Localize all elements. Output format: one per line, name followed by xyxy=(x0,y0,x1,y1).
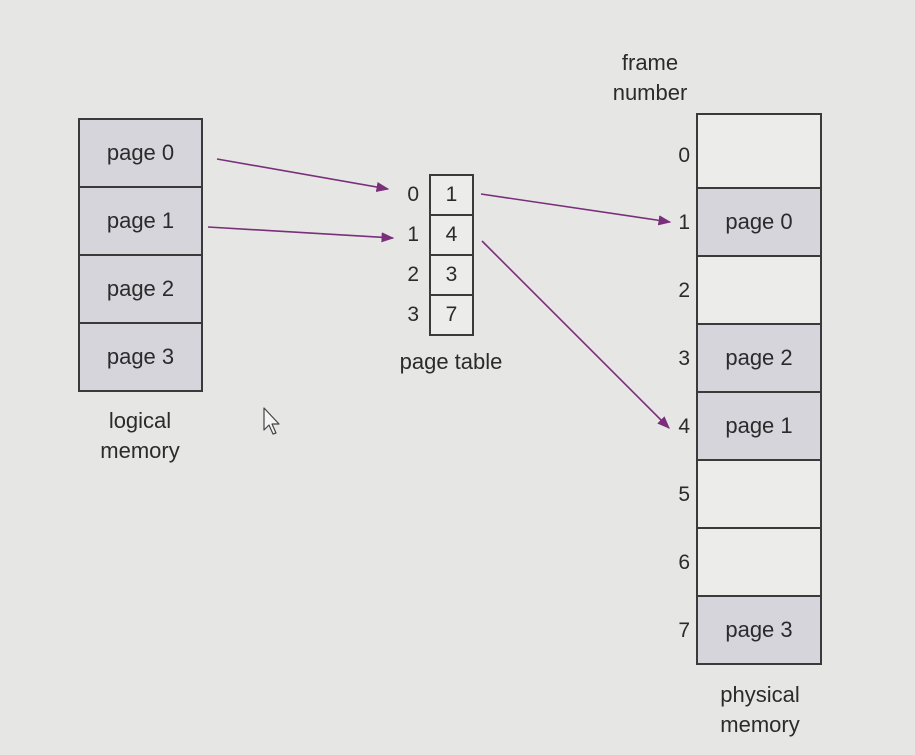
frame-7: page 3 xyxy=(696,595,822,665)
frame-2 xyxy=(696,255,822,325)
logical-page-0: page 0 xyxy=(78,118,203,188)
physical-memory-caption-line1: physical xyxy=(720,682,800,707)
page-table-caption: page table xyxy=(399,349,503,374)
logical-page-2: page 2 xyxy=(78,254,203,324)
logical-memory-caption-line1: logical xyxy=(108,408,172,433)
arrow-entry1-to-frame4 xyxy=(481,240,670,429)
frame-6 xyxy=(696,527,822,597)
frame-number-header-line2: number xyxy=(612,80,688,105)
frame-number-4: 4 xyxy=(678,415,690,438)
page-table-index-3: 3 xyxy=(407,303,419,326)
logical-memory-caption-line2: memory xyxy=(100,438,180,463)
frame-number-1: 1 xyxy=(678,211,690,234)
page-table-index-2: 2 xyxy=(407,263,419,286)
arrow-entry0-to-frame1 xyxy=(480,193,672,226)
page-table-index-1: 1 xyxy=(407,223,419,246)
frame-1: page 0 xyxy=(696,187,822,257)
frame-number-header-line1: frame xyxy=(621,50,679,75)
page-table-entry-2: 3 xyxy=(429,254,474,296)
arrow-page0-to-entry0 xyxy=(216,158,390,193)
frame-number-3: 3 xyxy=(678,347,690,370)
frame-0 xyxy=(696,113,822,189)
frame-number-7: 7 xyxy=(678,619,690,642)
frame-3: page 2 xyxy=(696,323,822,393)
frame-number-2: 2 xyxy=(678,279,690,302)
frame-number-5: 5 xyxy=(678,483,690,506)
frame-4: page 1 xyxy=(696,391,822,461)
frame-number-6: 6 xyxy=(678,551,690,574)
page-table-index-0: 0 xyxy=(407,183,419,206)
arrow-page1-to-entry1 xyxy=(207,226,395,243)
frame-number-0: 0 xyxy=(678,144,690,167)
page-table-entry-3: 7 xyxy=(429,294,474,336)
page-table-entry-0: 1 xyxy=(429,174,474,216)
logical-page-3: page 3 xyxy=(78,322,203,392)
physical-memory-caption-line2: memory xyxy=(720,712,800,737)
